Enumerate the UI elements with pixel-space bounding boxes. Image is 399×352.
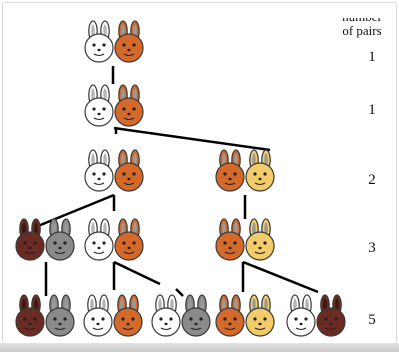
bottom-bar — [0, 343, 399, 352]
rabbit-orange-icon — [215, 218, 245, 261]
rabbit-orange-icon — [114, 149, 144, 192]
rabbit-white-icon — [286, 294, 316, 337]
connector-line — [113, 260, 161, 286]
rabbit-pair — [215, 149, 275, 192]
rabbit-white-icon — [84, 84, 114, 127]
connector-line — [113, 126, 271, 152]
rabbit-gray-icon — [45, 218, 75, 261]
rabbit-orange-icon — [113, 294, 143, 337]
rabbit-white-icon — [151, 294, 181, 337]
generation-row-4 — [15, 218, 275, 261]
generation-row-5 — [15, 294, 346, 337]
rabbit-pair — [84, 149, 144, 192]
generation-row-1 — [84, 20, 144, 63]
rabbit-brown-icon — [316, 294, 346, 337]
rabbit-pair — [286, 294, 346, 337]
rabbit-white-icon — [84, 20, 114, 63]
pair-count-gen-3: 2 — [368, 172, 376, 188]
pair-count-gen-2: 1 — [368, 102, 376, 118]
rabbit-orange-icon — [114, 20, 144, 63]
rabbit-pair — [84, 218, 144, 261]
pair-count-gen-1: 1 — [368, 49, 376, 65]
rabbit-yellow-icon — [245, 218, 275, 261]
generation-row-3 — [84, 149, 275, 192]
generation-row-2 — [84, 84, 144, 127]
rabbit-gray-icon — [45, 294, 75, 337]
rabbit-pair — [83, 294, 143, 337]
rabbit-pair — [84, 84, 144, 127]
connector-lines — [37, 66, 319, 297]
column-header: number of pairs — [332, 18, 392, 38]
rabbit-orange-icon — [114, 84, 144, 127]
pair-count-gen-5: 5 — [368, 312, 376, 328]
rabbit-pair — [151, 294, 211, 337]
rabbit-white-icon — [84, 149, 114, 192]
rabbit-pair — [15, 294, 75, 337]
rabbit-orange-icon — [114, 218, 144, 261]
rabbit-white-icon — [84, 218, 114, 261]
connector-line — [242, 260, 319, 294]
pair-count-gen-4: 3 — [368, 240, 376, 256]
rabbit-yellow-icon — [245, 149, 275, 192]
connector-line — [175, 288, 184, 297]
column-header-line2: of pairs — [342, 23, 382, 38]
rabbit-brown-icon — [15, 294, 45, 337]
rabbit-orange-icon — [215, 294, 245, 337]
column-header-line1: number — [332, 18, 392, 24]
rabbit-pair — [215, 294, 275, 337]
rabbit-pair — [15, 218, 75, 261]
rabbit-pair — [84, 20, 144, 63]
rabbit-brown-icon — [15, 218, 45, 261]
rabbit-orange-icon — [215, 149, 245, 192]
rabbit-gray-icon — [181, 294, 211, 337]
connector-line — [37, 193, 115, 228]
rabbit-white-icon — [83, 294, 113, 337]
rabbit-yellow-icon — [245, 294, 275, 337]
rabbit-pair — [215, 218, 275, 261]
